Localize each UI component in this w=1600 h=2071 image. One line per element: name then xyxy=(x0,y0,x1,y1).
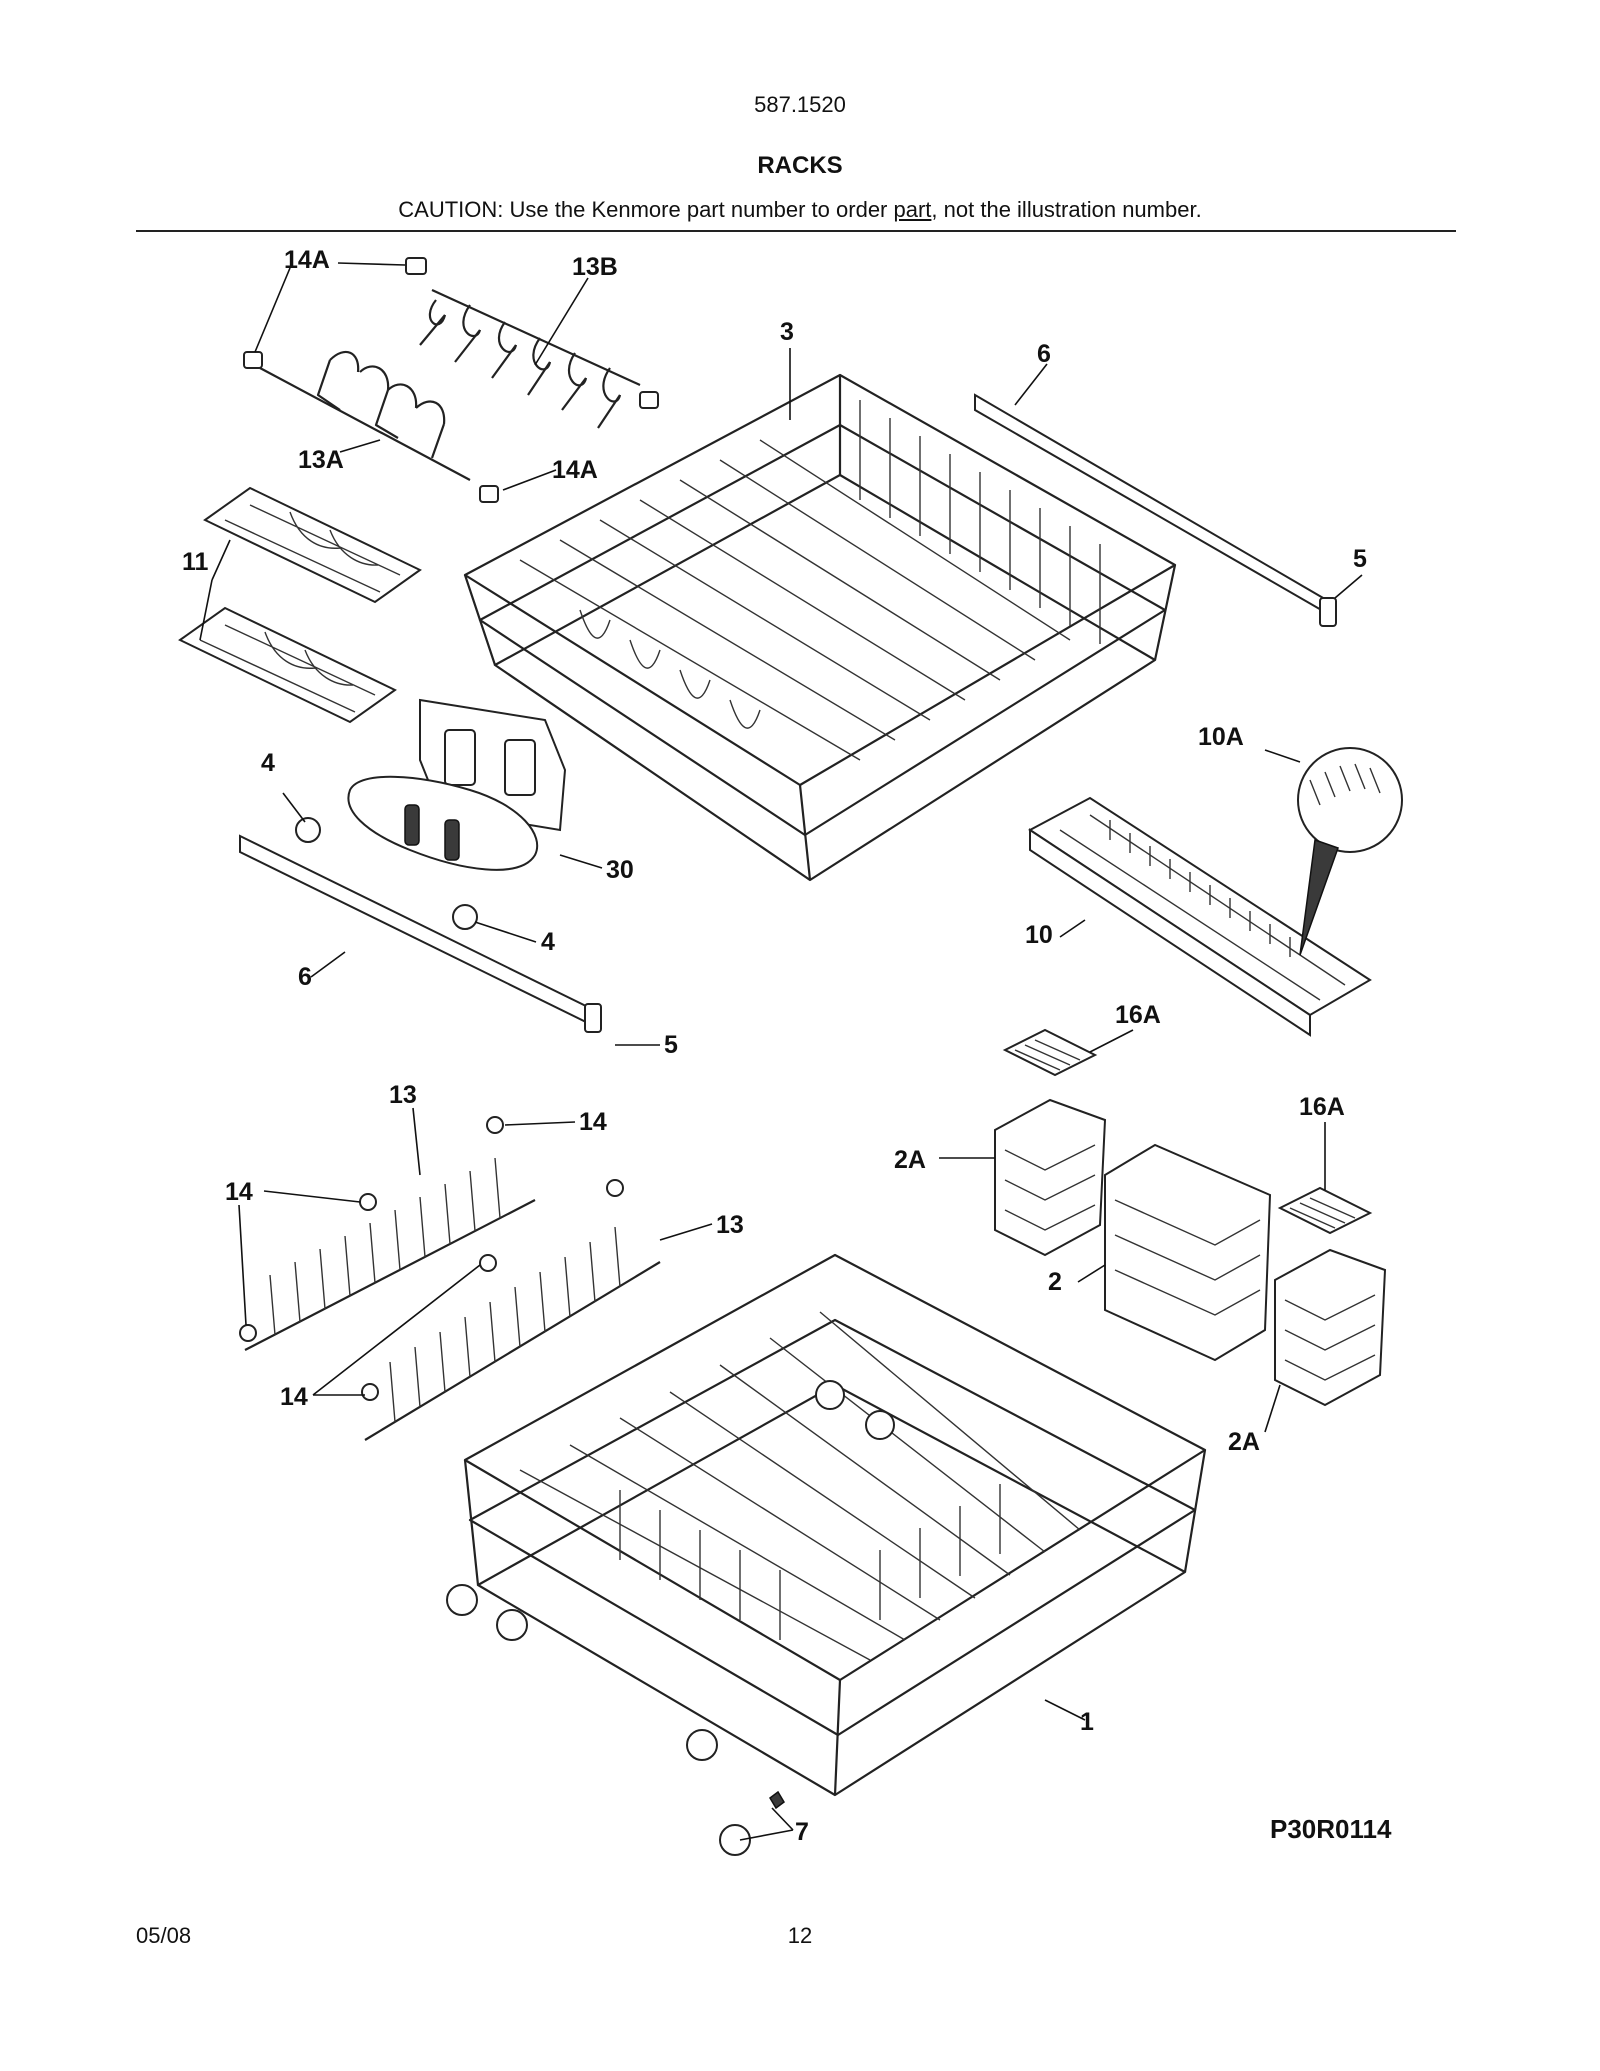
callout-3: 3 xyxy=(780,318,794,346)
diagram-code: P30R0114 xyxy=(1270,1814,1392,1844)
callout-labels: 14A 13B 3 6 13A 14A 11 5 10A 4 30 4 10 6… xyxy=(182,246,1367,1846)
model-number: 587.1520 xyxy=(754,92,846,117)
callout-13-top: 13 xyxy=(389,1081,417,1109)
part-11-shelf-trays xyxy=(178,486,422,724)
clip-14-left xyxy=(359,1193,377,1211)
part-13a-tine-row xyxy=(243,350,499,503)
callout-7: 7 xyxy=(795,1818,809,1846)
lower-rack-wheel-1 xyxy=(446,1584,478,1616)
callout-14-bottom: 14 xyxy=(280,1383,308,1411)
header-rule xyxy=(136,230,1456,232)
part-1-lower-rack xyxy=(446,1253,1207,1856)
clip-14-top xyxy=(486,1116,504,1134)
callout-11: 11 xyxy=(182,548,209,576)
part-13b-tine-row xyxy=(405,257,659,429)
callout-2a-bottom: 2A xyxy=(1228,1428,1260,1456)
callout-4-bottom: 4 xyxy=(541,928,555,956)
caution-text-end: , not the illustration number. xyxy=(931,197,1202,222)
callout-30: 30 xyxy=(606,856,634,884)
callout-10a: 10A xyxy=(1198,723,1244,751)
part-10-utility-basket xyxy=(1028,747,1403,1037)
caution-part-link[interactable]: part xyxy=(893,197,932,222)
lower-rack-wheel-3 xyxy=(686,1729,718,1761)
page-number: 12 xyxy=(787,1923,813,1948)
callout-4-top: 4 xyxy=(261,749,275,777)
part-6-rail-bottom xyxy=(239,834,602,1033)
callout-2a-top: 2A xyxy=(894,1146,926,1174)
callout-1: 1 xyxy=(1080,1708,1094,1736)
lower-rack-wheel-2 xyxy=(496,1609,528,1641)
clip-14a-left xyxy=(243,351,263,369)
clip-14a-mid-right xyxy=(639,391,659,409)
part-2-basket-center xyxy=(1104,1143,1272,1362)
part-2a-basket-bottom xyxy=(1274,1248,1387,1407)
clip-14-right xyxy=(606,1179,624,1197)
callout-13-right: 13 xyxy=(716,1211,744,1239)
clip-14a-top-right xyxy=(405,257,427,275)
clip-14-bottom xyxy=(361,1383,379,1401)
part-5-endcap-bottom xyxy=(584,1003,602,1033)
footer-date: 05/08 xyxy=(136,1923,192,1948)
callout-13a: 13A xyxy=(298,446,344,474)
part-4-roller-top xyxy=(295,817,321,843)
clip-14a-bottom xyxy=(479,485,499,503)
caution-text: CAUTION: Use the Kenmore part number to … xyxy=(398,197,894,222)
part-13-tine-row-right xyxy=(361,1179,661,1441)
callout-13b: 13B xyxy=(572,253,618,281)
callout-16a-top: 16A xyxy=(1115,1001,1161,1029)
caution-note: CAUTION: Use the Kenmore part number to … xyxy=(0,197,1600,223)
callout-14-left: 14 xyxy=(225,1178,253,1206)
part-5-endcap-top xyxy=(1319,597,1337,627)
detail-10a-magnifier xyxy=(1297,747,1403,853)
callout-14a-top: 14A xyxy=(284,246,330,274)
part-2a-basket-top xyxy=(994,1098,1107,1257)
page-title: RACKS xyxy=(757,152,843,179)
part-3-upper-rack xyxy=(463,373,1177,882)
part-7-wheel xyxy=(719,1824,751,1856)
part-6-rail-top xyxy=(974,393,1337,627)
part-16a-lid-top xyxy=(1002,1028,1098,1077)
part-7-axle-clip xyxy=(769,1790,785,1810)
clip-14-left-lower xyxy=(239,1324,257,1342)
callout-2: 2 xyxy=(1048,1268,1062,1296)
callout-14a-mid: 14A xyxy=(552,456,598,484)
part-30-hub-assembly xyxy=(295,698,567,930)
callout-5-bottom: 5 xyxy=(664,1031,678,1059)
callout-6-bottom: 6 xyxy=(298,963,312,991)
leader-lines xyxy=(199,262,1363,1841)
callout-5-top: 5 xyxy=(1353,545,1367,573)
callout-6-top: 6 xyxy=(1037,340,1051,368)
callout-16a-right: 16A xyxy=(1299,1093,1345,1121)
part-16a-lid-right xyxy=(1277,1186,1373,1235)
callout-14-top: 14 xyxy=(579,1108,607,1136)
clip-14-mid xyxy=(479,1254,497,1272)
part-4-roller-bottom xyxy=(452,904,478,930)
callout-10: 10 xyxy=(1025,921,1053,949)
